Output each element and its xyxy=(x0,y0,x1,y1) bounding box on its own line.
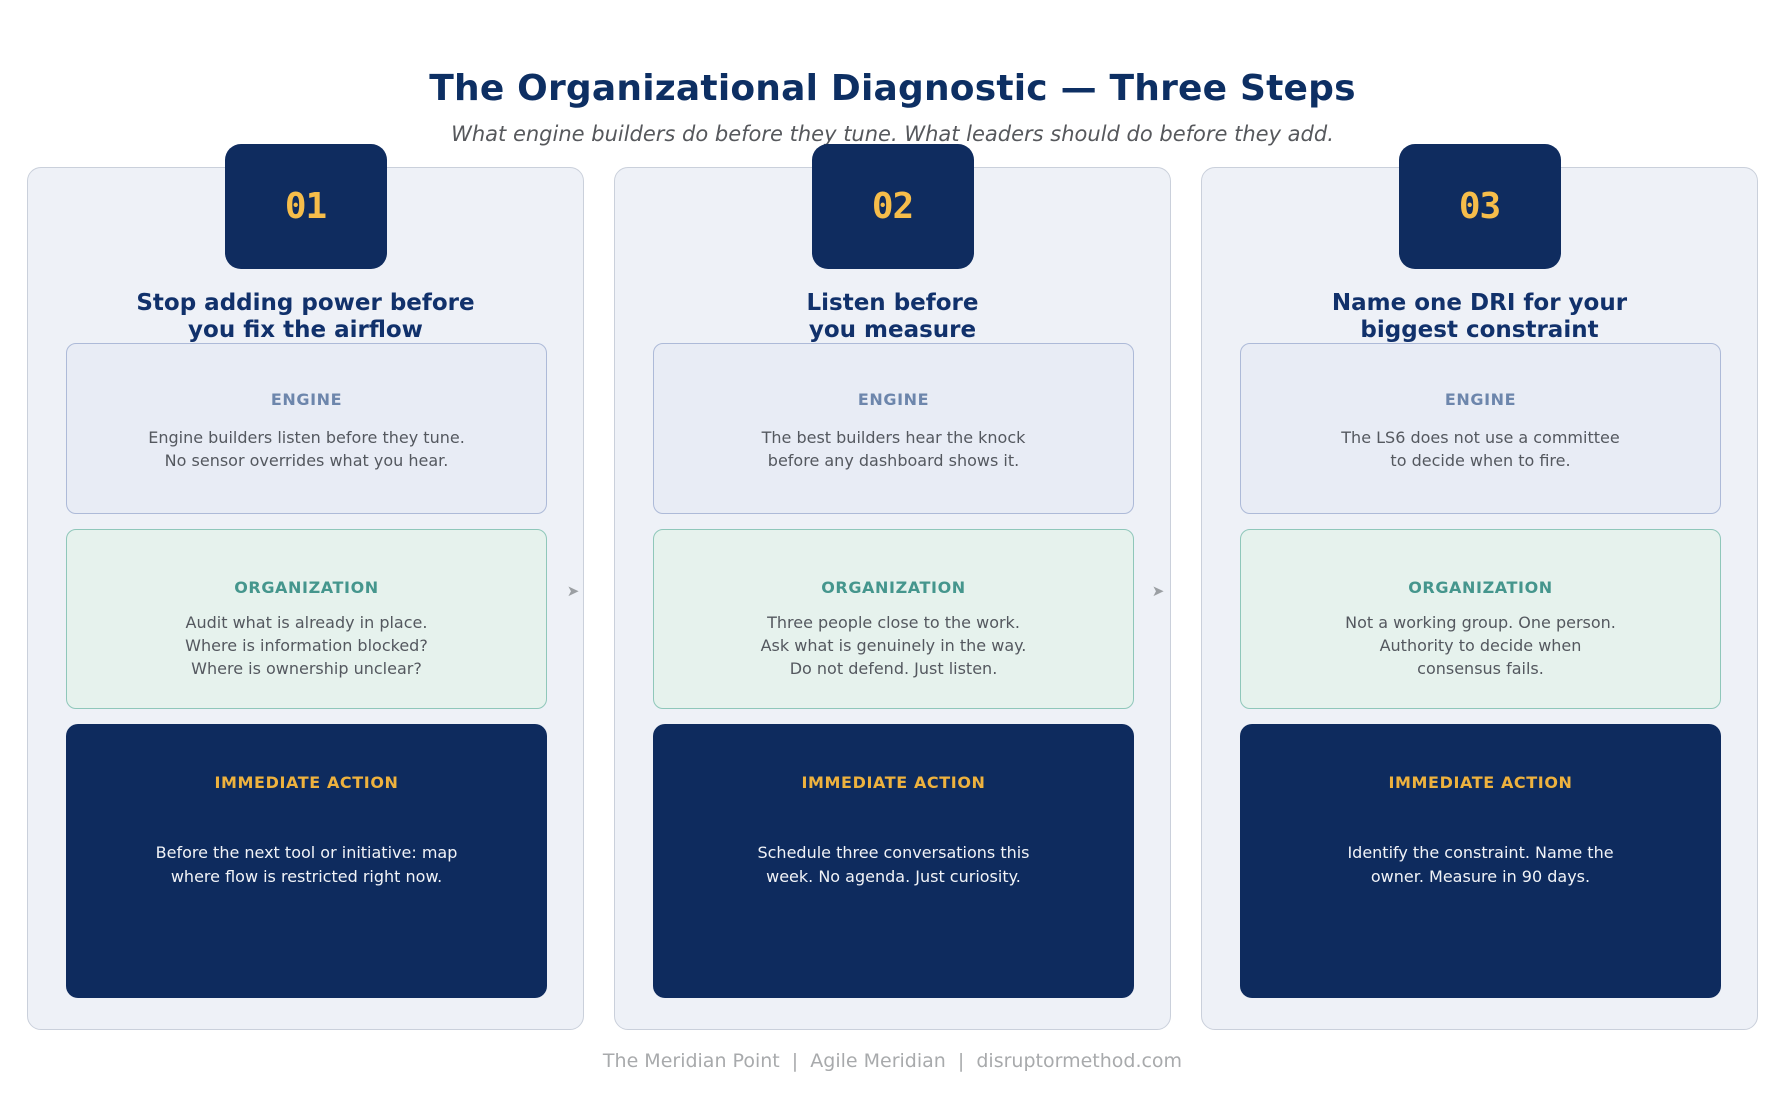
step-03-number-badge: 03 xyxy=(1398,144,1561,269)
flow-arrow-icon-1: ➤ xyxy=(566,582,580,600)
step-01-engine-box: ENGINE Engine builders listen before the… xyxy=(66,343,547,514)
step-01-immediate-action-label: IMMEDIATE ACTION xyxy=(214,773,399,792)
step-01-number-badge: 01 xyxy=(224,144,387,269)
step-03-number: 03 xyxy=(1458,186,1501,227)
step-card-03: 03 Name one DRI for your biggest constra… xyxy=(1201,144,1758,1030)
step-01-immediate-action-box: IMMEDIATE ACTION Before the next tool or… xyxy=(66,724,547,998)
step-card-01: 01 Stop adding power before you fix the … xyxy=(27,144,584,1030)
step-03-organization-box: ORGANIZATION Not a working group. One pe… xyxy=(1240,529,1721,709)
flow-arrow-icon-2: ➤ xyxy=(1151,582,1165,600)
step-01-heading: Stop adding power before you fix the air… xyxy=(136,290,475,343)
step-01-organization-box: ORGANIZATION Audit what is already in pl… xyxy=(66,529,547,709)
step-02-immediate-action-label: IMMEDIATE ACTION xyxy=(801,773,986,792)
step-02-number-badge: 02 xyxy=(811,144,974,269)
step-03-engine-text: The LS6 does not use a committee to deci… xyxy=(1341,428,1620,470)
step-02-engine-box: ENGINE The best builders hear the knock … xyxy=(653,343,1134,514)
step-02-immediate-action-text: Schedule three conversations this week. … xyxy=(757,843,1030,886)
steps-row: 01 Stop adding power before you fix the … xyxy=(27,144,1758,1030)
step-01-engine-label: ENGINE xyxy=(270,390,343,409)
step-01-organization-text: Audit what is already in place. Where is… xyxy=(185,613,428,678)
step-01-immediate-action-text: Before the next tool or initiative: map … xyxy=(155,843,458,886)
footer-attribution: The Meridian Point | Agile Meridian | di… xyxy=(602,1050,1183,1072)
step-02-number: 02 xyxy=(871,186,914,227)
step-02-organization-label: ORGANIZATION xyxy=(821,578,966,597)
step-02-immediate-action-box: IMMEDIATE ACTION Schedule three conversa… xyxy=(653,724,1134,998)
step-03-engine-box: ENGINE The LS6 does not use a committee … xyxy=(1240,343,1721,514)
step-02-engine-label: ENGINE xyxy=(857,390,930,409)
step-03-immediate-action-text: Identify the constraint. Name the owner.… xyxy=(1347,843,1614,886)
step-02-organization-box: ORGANIZATION Three people close to the w… xyxy=(653,529,1134,709)
step-card-02: 02 Listen before you measure ENGINE The … xyxy=(614,144,1171,1030)
step-03-heading: Name one DRI for your biggest constraint xyxy=(1331,290,1628,343)
page-subtitle: What engine builders do before they tune… xyxy=(451,122,1334,146)
step-02-organization-text: Three people close to the work. Ask what… xyxy=(760,613,1027,678)
step-03-immediate-action-label: IMMEDIATE ACTION xyxy=(1388,773,1573,792)
page-title: The Organizational Diagnostic — Three St… xyxy=(429,68,1356,110)
step-03-organization-text: Not a working group. One person. Authori… xyxy=(1345,613,1616,678)
step-03-immediate-action-box: IMMEDIATE ACTION Identify the constraint… xyxy=(1240,724,1721,998)
step-01-number: 01 xyxy=(284,186,327,227)
step-02-engine-text: The best builders hear the knock before … xyxy=(761,428,1026,470)
step-03-engine-label: ENGINE xyxy=(1444,390,1517,409)
step-01-engine-text: Engine builders listen before they tune.… xyxy=(148,428,465,470)
step-02-heading: Listen before you measure xyxy=(806,290,979,343)
step-03-organization-label: ORGANIZATION xyxy=(1408,578,1553,597)
step-01-organization-label: ORGANIZATION xyxy=(234,578,379,597)
